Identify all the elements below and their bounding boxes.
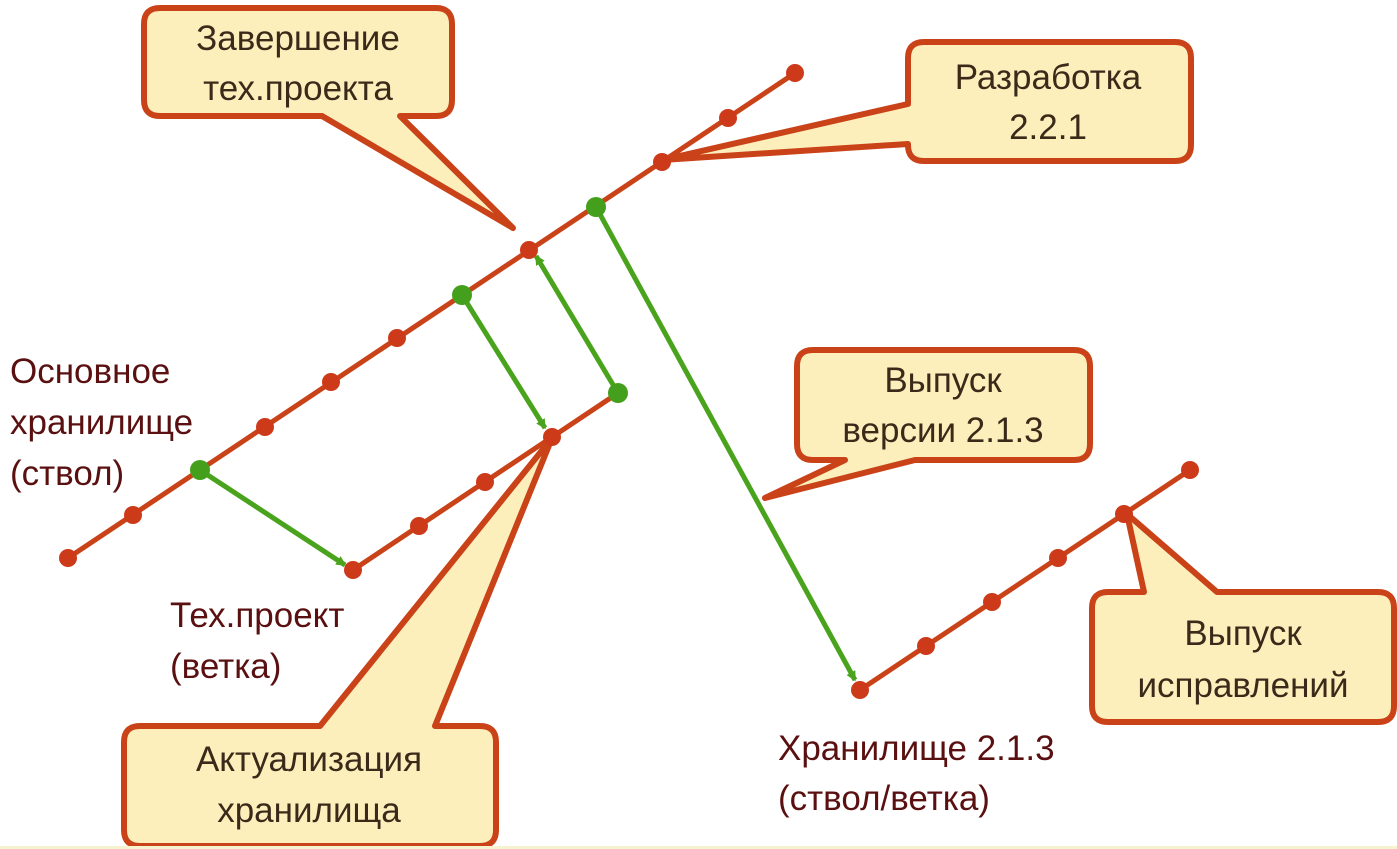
arrow-main-to-repo-213 <box>593 205 858 682</box>
tech-project-label: Тех.проект (ветка) <box>170 596 344 686</box>
main-node-completion <box>520 241 538 259</box>
repo-213-branch-line <box>857 467 1193 693</box>
callout-fixes-line-1: Выпуск <box>1184 614 1302 653</box>
callout-fixes-line-2: исправлений <box>1137 666 1348 705</box>
tech-node-3 <box>476 473 494 491</box>
callout-completion-line-1: Завершение <box>196 19 400 58</box>
repo-213-label: Хранилище 2.1.3 (ствол/ветка) <box>778 729 1055 818</box>
callout-release-line-1: Выпуск <box>884 361 1002 400</box>
callout-actualization-shape <box>121 435 555 849</box>
main-node-3 <box>256 418 274 436</box>
callout-actualization-line-1: Актуализация <box>196 740 422 779</box>
repo-node-1 <box>851 681 869 699</box>
main-repo-label: Основное хранилище (ствол) <box>10 352 193 493</box>
main-trunk-line <box>65 70 798 561</box>
main-repo-label-line-3: (ствол) <box>10 454 124 493</box>
main-repo-label-line-2: хранилище <box>10 403 193 442</box>
main-node-2 <box>124 506 142 524</box>
repo-213-label-line-2: (ствол/ветка) <box>778 779 990 818</box>
callout-development-shape <box>659 39 1194 164</box>
callout-fixes: Выпуск исправлений <box>1089 511 1397 725</box>
repo-213-label-line-1: Хранилище 2.1.3 <box>778 729 1055 768</box>
main-node-9 <box>786 64 804 82</box>
repo-213-nodes <box>851 461 1199 699</box>
tech-project-label-line-2: (ветка) <box>170 647 281 686</box>
main-node-8 <box>719 109 737 127</box>
callout-completion: Завершение тех.проекта <box>141 5 516 231</box>
green-node-branch-start <box>190 460 210 480</box>
main-node-4 <box>322 373 340 391</box>
main-node-1 <box>59 549 77 567</box>
arrow-tech-project-to-main <box>533 254 621 395</box>
repo-node-4 <box>1049 549 1067 567</box>
callout-completion-line-2: тех.проекта <box>203 69 393 108</box>
repo-node-2 <box>917 637 935 655</box>
callout-release-shape <box>762 347 1093 501</box>
tech-node-2 <box>410 517 428 535</box>
tech-project-nodes <box>344 428 561 579</box>
main-node-5 <box>388 329 406 347</box>
repo-node-6 <box>1181 461 1199 479</box>
green-node-release-branch <box>586 197 606 217</box>
main-node-development <box>653 153 671 171</box>
tech-project-label-line-1: Тех.проект <box>170 596 344 635</box>
callout-development: Разработка 2.2.1 <box>659 39 1194 164</box>
repo-node-3 <box>983 593 1001 611</box>
main-trunk-nodes <box>59 64 804 567</box>
tech-node-1 <box>344 561 362 579</box>
main-repo-label-line-1: Основное <box>10 352 170 391</box>
callout-release-line-2: версии 2.1.3 <box>842 411 1043 450</box>
merge-arrows <box>198 205 858 682</box>
callout-completion-shape <box>141 5 516 231</box>
bottom-band <box>0 846 1397 849</box>
callout-fixes-shape <box>1089 511 1397 725</box>
repo-node-fixes <box>1115 505 1133 523</box>
tech-node-actualization <box>543 428 561 446</box>
callout-actualization: Актуализация хранилища <box>121 435 555 849</box>
green-node-main-sync <box>452 285 472 305</box>
callout-development-line-2: 2.2.1 <box>1009 108 1087 147</box>
callout-actualization-line-2: хранилища <box>217 791 401 830</box>
arrow-main-to-tech-project <box>459 293 548 430</box>
callout-development-line-1: Разработка <box>955 58 1142 97</box>
arrow-branch-to-tech-project <box>198 467 347 568</box>
green-node-tech-end <box>608 383 628 403</box>
callout-release: Выпуск версии 2.1.3 <box>762 347 1093 501</box>
branch-point-nodes <box>190 197 628 480</box>
